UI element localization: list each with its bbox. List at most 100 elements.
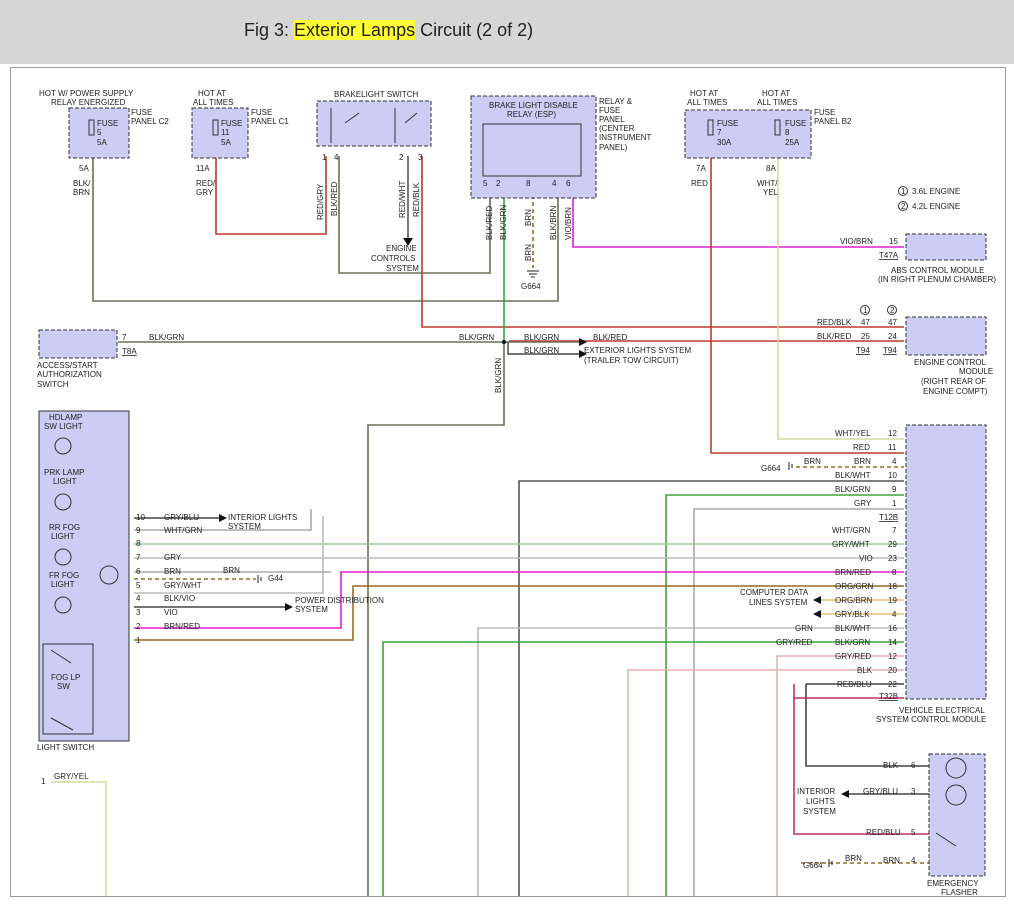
abs-conn: T47A xyxy=(879,251,899,260)
fuse-c2-out: 5A xyxy=(79,164,89,173)
vescm-s8-wire: BLK/WHT xyxy=(835,624,871,633)
vescm-s2-wire: GRY/WHT xyxy=(832,540,870,549)
abs-label-2: (IN RIGHT PLENUM CHAMBER) xyxy=(878,275,996,284)
fuse-c1-hot-2: ALL TIMES xyxy=(193,98,233,107)
ls-power-2: SYSTEM xyxy=(295,605,328,614)
relay-wire-4: BLK/BRN xyxy=(549,206,558,240)
access-wire-5: BLK/GRN xyxy=(524,346,559,355)
computer-data-1: COMPUTER DATA xyxy=(740,588,809,597)
wire-grn xyxy=(382,641,904,896)
flasher-r3-pin: 5 xyxy=(911,828,916,837)
vescm-s5-wire: ORG/GRN xyxy=(835,582,873,591)
fuse-b2-wire8-1: WHT/ xyxy=(757,179,778,188)
vescm-s2-pin: 29 xyxy=(888,540,897,549)
frfog-bulb-icon xyxy=(54,596,72,614)
fuse-b2-out7: 7A xyxy=(696,164,706,173)
ls-wire-brn-red xyxy=(134,585,904,641)
vescm-r4-wire: BLK/WHT xyxy=(835,471,871,480)
ecm-conn2: T94 xyxy=(883,346,897,355)
vescm-label-2: SYSTEM CONTROL MODULE xyxy=(876,715,986,724)
brake-pin-1: 1 xyxy=(322,153,327,162)
vescm-r5-wire: BLK/GRN xyxy=(835,485,870,494)
ls-wire-label-5: GRY/WHT xyxy=(164,581,202,590)
vescm-s6-wire: ORG/BRN xyxy=(835,596,873,605)
fuse-c1-element xyxy=(212,119,219,136)
wire-blk-wht xyxy=(518,480,904,896)
engine-legend: 1 2 3.6L ENGINE 4.2L ENGINE xyxy=(898,186,960,211)
fuse-b2-7-2: 7 xyxy=(717,128,722,137)
fuse-c1-fuse-2: 11 xyxy=(221,128,230,137)
engine-controls-3: SYSTEM xyxy=(386,264,419,273)
vescm-s12-pin: 22 xyxy=(888,680,897,689)
ls-pin-2: 2 xyxy=(136,622,141,631)
ls-wire-label-2: BRN/RED xyxy=(164,622,200,631)
title-suffix: Circuit (2 of 2) xyxy=(415,20,534,40)
rrfog-bulb-icon xyxy=(54,548,72,566)
ls-pin-3: 3 xyxy=(136,608,141,617)
fuse-b2-panel-2: PANEL B2 xyxy=(814,117,852,126)
light-switch: LIGHT SWITCH HDLAMP SW LIGHT PRK LAMP LI… xyxy=(37,410,130,752)
fuse-c2-hot-2: RELAY ENERGIZED xyxy=(51,98,126,107)
fuse-b2-8-2: 8 xyxy=(785,128,790,137)
vescm-s9-wire: BLK/GRN xyxy=(835,638,870,647)
flasher-r2-wire: GRY/BLU xyxy=(863,787,898,796)
vescm-s12-wire: RED/BLU xyxy=(837,680,872,689)
vescm-s6-pin: 19 xyxy=(888,596,897,605)
ecm-label-4: ENGINE COMPT) xyxy=(923,387,988,396)
vescm-r4-pin: 10 xyxy=(888,471,897,480)
vescm-s5-pin: 18 xyxy=(888,582,897,591)
vescm-s4-pin: 8 xyxy=(892,568,897,577)
ls-wire-label-7: GRY xyxy=(164,553,182,562)
fuse-panel-b2: HOT AT ALL TIMES HOT AT ALL TIMES FUSE 7… xyxy=(684,89,852,197)
access-pin: 7 xyxy=(122,333,127,342)
exterior-arrow-1 xyxy=(579,338,587,346)
flasher-r2-pin: 3 xyxy=(911,787,916,796)
wire-gry xyxy=(693,508,904,896)
wire-gry-yel xyxy=(51,781,107,896)
vescm-s1-pin: 7 xyxy=(892,526,897,535)
flasher-r3-wire: RED/BLU xyxy=(866,828,901,837)
relay-pin-5: 5 xyxy=(483,179,488,188)
fuse-c1-out: 11A xyxy=(196,164,210,173)
fuse-c2-element xyxy=(88,119,95,136)
vescm-r1-pin: 12 xyxy=(888,429,897,438)
legend-circle-2 xyxy=(898,201,908,211)
flasher-switch-icon xyxy=(935,832,957,847)
wire-exterior-branch xyxy=(507,342,581,355)
vescm-s11-pin: 20 xyxy=(888,666,897,675)
flasher-label-1: EMERGENCY xyxy=(927,879,979,888)
brake-switch-contacts xyxy=(330,108,418,143)
hdlamp-bulb-icon xyxy=(54,437,72,455)
lamp-rrfog-1: RR FOG xyxy=(49,523,80,532)
vescm-s7-wire: GRY/BLK xyxy=(835,610,870,619)
light-switch-box xyxy=(38,410,130,742)
fuse-c2-wire-1: BLK/ xyxy=(73,179,91,188)
ecm-label-1: ENGINE CONTROL xyxy=(914,358,987,367)
vescm-r6-pin: 1 xyxy=(892,499,897,508)
fuse-c1-box xyxy=(191,107,249,159)
lamp-prk-2: LIGHT xyxy=(53,477,77,486)
interior-arrow xyxy=(219,514,227,522)
ls-pin-4: 4 xyxy=(136,594,141,603)
flasher-interior-2: LIGHTS xyxy=(806,797,835,806)
ecm-box xyxy=(905,316,987,356)
wire-gry-blk xyxy=(477,627,904,896)
vescm-r2-wire: RED xyxy=(853,443,870,452)
relay-panel-5: INSTRUMENT xyxy=(599,133,652,142)
vescm-r6-wire: GRY xyxy=(854,499,872,508)
vescm-s3-pin: 23 xyxy=(888,554,897,563)
legend-engine-2: 4.2L ENGINE xyxy=(912,202,960,211)
lamp-prk-1: PRK LAMP xyxy=(44,468,84,477)
engine-controls-arrow xyxy=(403,238,413,246)
ls-power-1: POWER DISTRIBUTION xyxy=(295,596,384,605)
flasher-interior-3: SYSTEM xyxy=(803,807,836,816)
vescm-s7-pin: 4 xyxy=(892,610,897,619)
vescm-s9-pin: 14 xyxy=(888,638,897,647)
abs-pin: 15 xyxy=(889,237,898,246)
junction-dot xyxy=(502,340,506,344)
access-wire-4: BLK/RED xyxy=(593,333,627,342)
abs-label-1: ABS CONTROL MODULE xyxy=(891,266,985,275)
ls-pin-1: 1 xyxy=(136,636,141,645)
flasher-interior-1: INTERIOR xyxy=(797,787,835,796)
ls-bottom-wire: GRY/YEL xyxy=(54,772,89,781)
